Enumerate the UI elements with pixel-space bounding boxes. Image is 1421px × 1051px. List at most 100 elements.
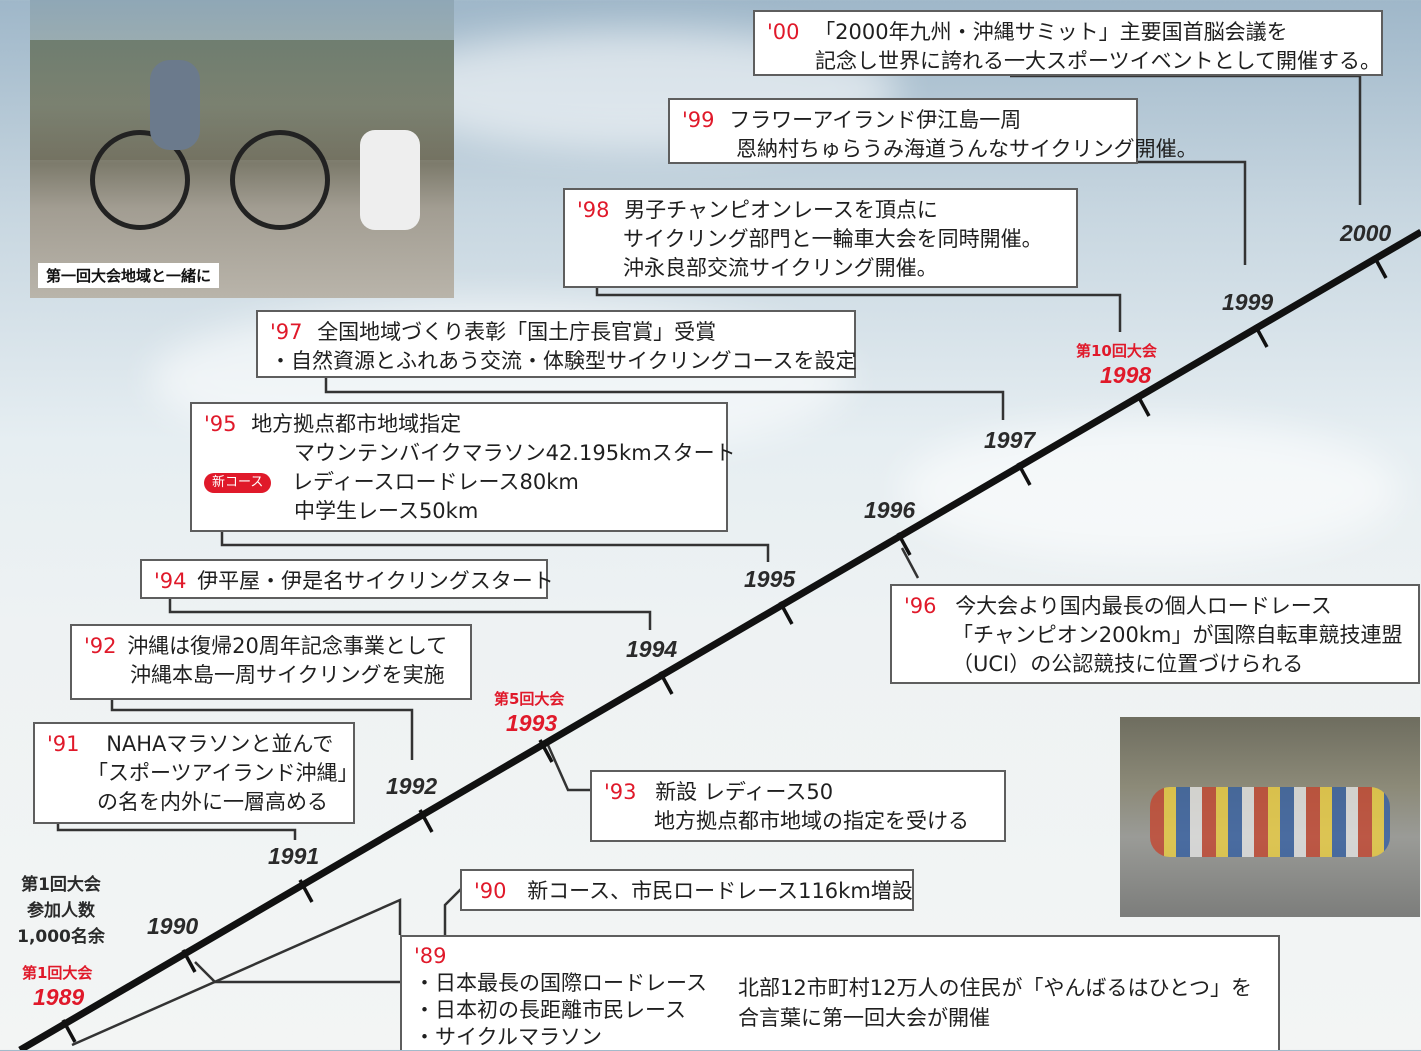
tick-1993 bbox=[538, 739, 554, 763]
event-text: 恩納村ちゅらうみ海道うんなサイクリング開催。 bbox=[736, 137, 1198, 161]
connector-95 bbox=[220, 530, 770, 562]
year-label-1997: 1997 bbox=[984, 427, 1036, 453]
event-1995: '95 地方拠点都市地域指定 マウンテンバイクマラソン42.195kmスタート … bbox=[190, 402, 736, 532]
participant-stat: 第1回大会 参加人数 1,000名余 bbox=[6, 872, 116, 950]
photo-caption: 第一回大会地域と一緒に bbox=[38, 263, 220, 288]
event-year: '89 bbox=[414, 944, 447, 968]
year-label-1999: 1999 bbox=[1222, 289, 1274, 315]
event-text: 合言葉に第一回大会が開催 bbox=[738, 1006, 990, 1030]
event-1991: '91 NAHAマラソンと並んで 「スポーツアイランド沖縄」 の名を内外に一層高… bbox=[33, 722, 359, 824]
event-year: '90 bbox=[474, 879, 507, 903]
year-label-1994: 1994 bbox=[626, 636, 678, 662]
milestone-label-1: 第1回大会 bbox=[22, 964, 93, 982]
event-text: レディースロードレース80km bbox=[292, 470, 579, 494]
connector-00 bbox=[1010, 74, 1362, 205]
milestone-label-10: 第10回大会 bbox=[1076, 342, 1157, 360]
event-1994: '94 伊平屋・伊是名サイクリングスタート bbox=[140, 559, 554, 599]
event-text: 中学生レース50km bbox=[294, 499, 479, 523]
event-2000: '00 「2000年九州・沖縄サミット」主要国首脳会議を 記念し世界に誇れる一大… bbox=[753, 10, 1383, 76]
event-text: 沖永良部交流サイクリング開催。 bbox=[623, 256, 938, 280]
new-course-badge: 新コース bbox=[204, 473, 272, 493]
photo-cyclists bbox=[1120, 717, 1420, 917]
event-1993: '93 新設 レディース50 地方拠点都市地域の指定を受ける bbox=[590, 770, 1006, 842]
tick-1998 bbox=[1135, 393, 1151, 417]
connector-97 bbox=[324, 377, 1005, 420]
event-year: '93 bbox=[604, 780, 637, 804]
event-1997: '97 全国地域づくり表彰「国土庁長官賞」受賞 ・自然資源とふれあう交流・体験型… bbox=[256, 310, 857, 378]
event-item: ・日本初の長距離市民レース bbox=[414, 998, 686, 1022]
event-text: 新コース、市民ロードレース116km増設 bbox=[527, 879, 913, 903]
event-year: '94 bbox=[154, 569, 187, 593]
event-text: 今大会より国内最長の個人ロードレース bbox=[955, 594, 1332, 618]
year-label-1998: 1998 bbox=[1100, 362, 1152, 388]
tick-1991 bbox=[298, 879, 314, 903]
event-1998: '98 男子チャンピオンレースを頂点に サイクリング部門と一輪車大会を同時開催。… bbox=[563, 188, 1078, 288]
connector-92 bbox=[110, 698, 414, 760]
year-label-2000: 2000 bbox=[1340, 220, 1392, 246]
year-label-1993: 1993 bbox=[506, 710, 558, 736]
event-year: '97 bbox=[270, 320, 303, 344]
tick-1995 bbox=[778, 601, 794, 625]
year-label-1995: 1995 bbox=[744, 566, 796, 592]
event-year: '96 bbox=[904, 594, 937, 618]
stat-text: 第1回大会 bbox=[21, 875, 101, 895]
event-text: 「チャンピオン200km」が国際自転車競技連盟 bbox=[952, 623, 1403, 647]
stat-text: 参加人数 bbox=[27, 901, 95, 921]
event-year: '91 bbox=[47, 732, 80, 756]
event-note: 北部12市町村12万人の住民が「やんばるはひとつ」を 合言葉に第一回大会が開催 bbox=[738, 973, 1252, 1033]
event-text: サイクリング部門と一輪車大会を同時開催。 bbox=[623, 227, 1043, 251]
year-label-1996: 1996 bbox=[864, 497, 916, 523]
event-text: 「2000年九州・沖縄サミット」主要国首脳会議を bbox=[814, 20, 1288, 44]
year-label-1990: 1990 bbox=[147, 913, 199, 939]
event-text: 沖縄は復帰20周年記念事業として bbox=[127, 634, 448, 658]
event-year: '92 bbox=[84, 634, 117, 658]
photo-first-race: 第一回大会地域と一緒に bbox=[30, 0, 454, 298]
connector-91 bbox=[56, 823, 297, 840]
event-text: 男子チャンピオンレースを頂点に bbox=[624, 198, 938, 222]
event-year: '00 bbox=[767, 20, 800, 44]
connector-89 bbox=[71, 898, 402, 1047]
event-1992: '92 沖縄は復帰20周年記念事業として 沖縄本島一周サイクリングを実施 bbox=[70, 624, 472, 700]
event-item: ・日本最長の国際ロードレース bbox=[414, 971, 707, 995]
event-1996: '96 今大会より国内最長の個人ロードレース 「チャンピオン200km」が国際自… bbox=[890, 584, 1420, 684]
milestone-label-5: 第5回大会 bbox=[494, 690, 565, 708]
event-text: 沖縄本島一周サイクリングを実施 bbox=[130, 663, 445, 687]
event-1990: '90 新コース、市民ロードレース116km増設 bbox=[460, 869, 914, 911]
event-text: 新設 レディース50 bbox=[655, 780, 834, 804]
event-text: フラワーアイランド伊江島一周 bbox=[729, 108, 1022, 132]
tick-1997 bbox=[1016, 462, 1032, 486]
event-text: 地方拠点都市地域指定 bbox=[251, 412, 462, 436]
event-item: ・サイクルマラソン bbox=[414, 1025, 602, 1049]
event-text: 北部12市町村12万人の住民が「やんばるはひとつ」を bbox=[738, 976, 1252, 1000]
event-text: （UCI）の公認競技に位置づけられる bbox=[952, 652, 1304, 676]
event-text: 「スポーツアイランド沖縄」 bbox=[87, 761, 359, 785]
event-year: '99 bbox=[682, 108, 715, 132]
event-text: NAHAマラソンと並んで bbox=[106, 732, 334, 756]
tick-1990 bbox=[181, 949, 197, 973]
year-label-1992: 1992 bbox=[386, 773, 438, 799]
event-text: 記念し世界に誇れる一大スポーツイベントとして開催する。 bbox=[815, 49, 1381, 73]
event-year: '98 bbox=[577, 198, 610, 222]
tick-1992 bbox=[418, 809, 434, 833]
connector-96 bbox=[900, 547, 920, 579]
event-text: ・自然資源とふれあう交流・体験型サイクリングコースを設定 bbox=[270, 349, 857, 373]
event-text: 地方拠点都市地域の指定を受ける bbox=[654, 809, 969, 833]
timeline-axis bbox=[18, 228, 1421, 1050]
tick-2000 bbox=[1372, 255, 1388, 279]
year-label-1989: 1989 bbox=[33, 984, 85, 1010]
event-text: の名を内外に一層高める bbox=[97, 790, 328, 814]
tick-1999 bbox=[1253, 324, 1269, 348]
event-text: マウンテンバイクマラソン42.195kmスタート bbox=[294, 441, 736, 465]
tick-1989 bbox=[61, 1019, 77, 1043]
tick-1994 bbox=[658, 671, 674, 695]
event-text: 全国地域づくり表彰「国土庁長官賞」受賞 bbox=[317, 320, 717, 344]
tick-1996 bbox=[896, 532, 912, 556]
event-text: 伊平屋・伊是名サイクリングスタート bbox=[197, 569, 554, 593]
event-year: '95 bbox=[204, 412, 237, 436]
connector-94 bbox=[168, 598, 652, 630]
event-1999: '99 フラワーアイランド伊江島一周 恩納村ちゅらうみ海道うんなサイクリング開催… bbox=[668, 98, 1198, 164]
stat-text: 1,000名余 bbox=[17, 927, 105, 947]
year-label-1991: 1991 bbox=[268, 843, 320, 869]
event-1989: '89 ・日本最長の国際ロードレース ・日本初の長距離市民レース ・サイクルマラ… bbox=[400, 935, 1280, 1050]
connector-93 bbox=[546, 744, 592, 792]
